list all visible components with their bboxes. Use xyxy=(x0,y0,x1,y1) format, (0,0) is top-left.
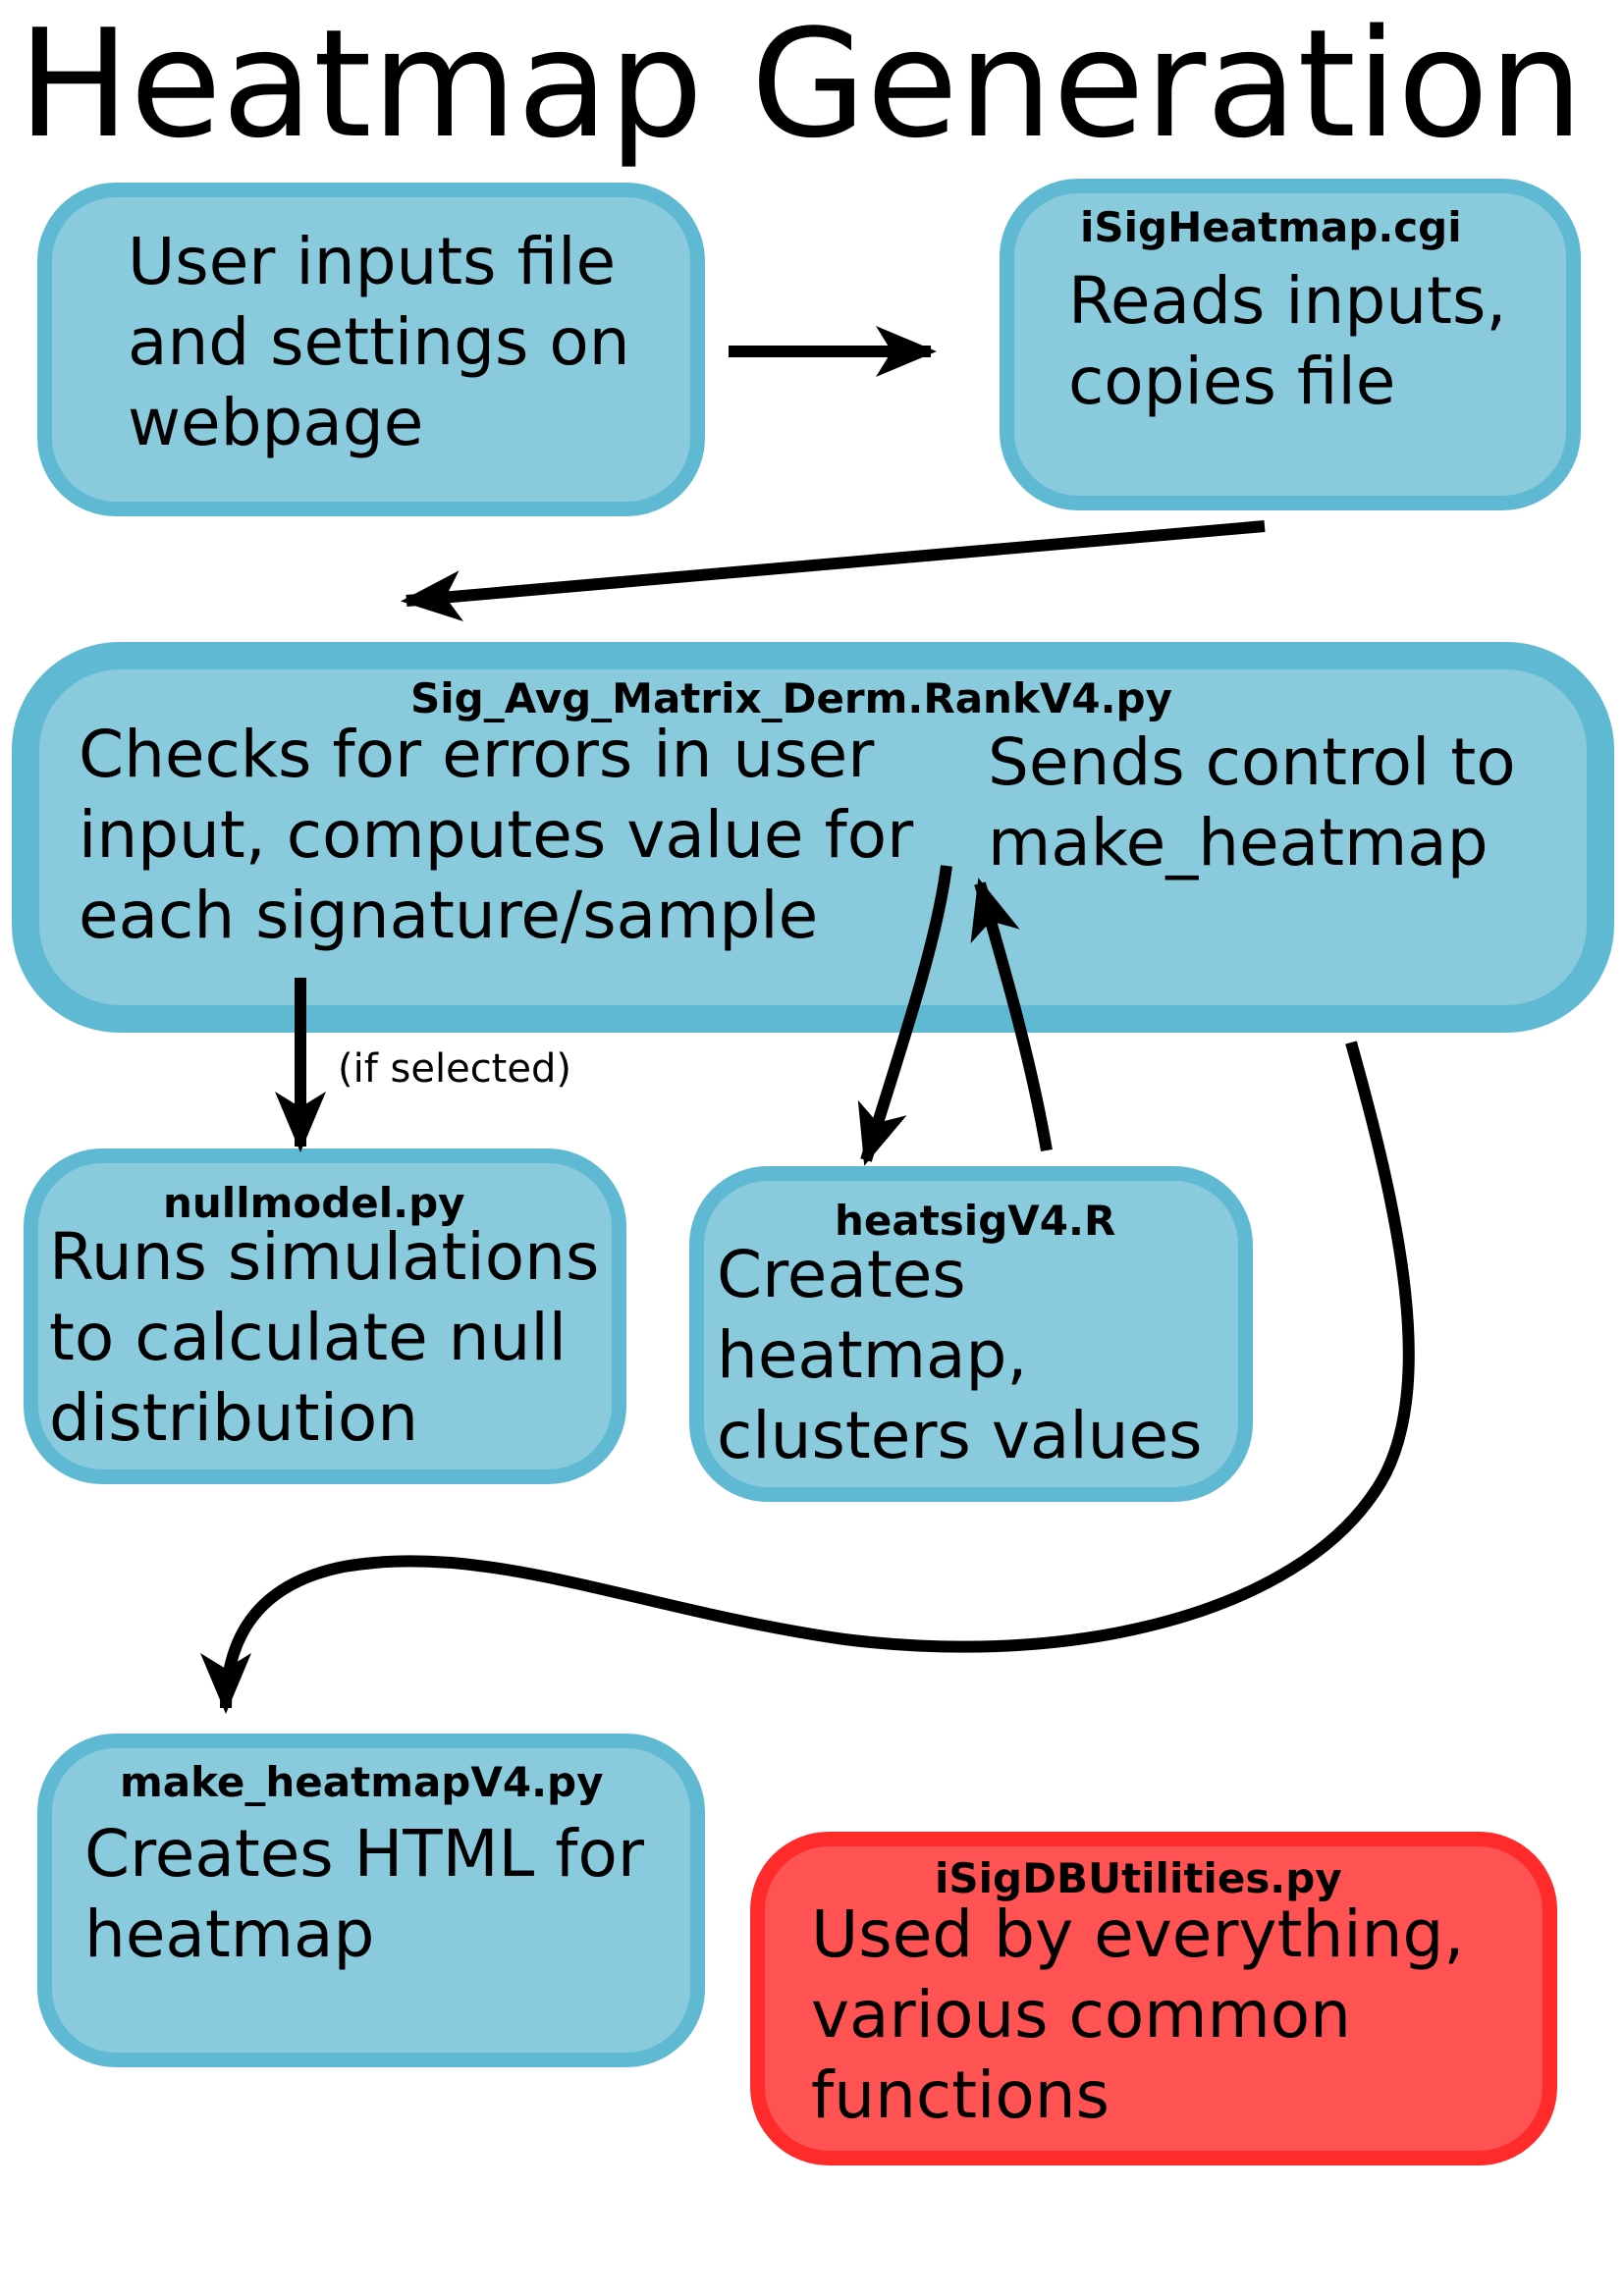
make-heatmap-box xyxy=(37,1734,705,2067)
make-heatmap-label: make_heatmapV4.py xyxy=(120,1758,604,1806)
page-title: Heatmap Generation xyxy=(18,0,1584,171)
arrow-heatsig-to-matrix xyxy=(970,878,1053,1152)
make-heatmap-text: Creates HTML for heatmap xyxy=(84,1816,645,1972)
heatsig-text: Creates heatmap, clusters values xyxy=(717,1237,1203,1473)
matrix-text-right: Sends control to make_heatmap xyxy=(988,724,1516,881)
heatsig-label: heatsigV4.R xyxy=(835,1197,1116,1245)
nullmodel-box xyxy=(24,1148,626,1484)
heatsig-box xyxy=(689,1166,1253,1502)
cgi-label: iSigHeatmap.cgi xyxy=(1080,203,1462,251)
matrix-label: Sig_Avg_Matrix_Derm.RankV4.py xyxy=(410,674,1172,722)
user-input-box xyxy=(37,183,705,516)
cgi-text: Reads inputs, copies file xyxy=(1068,263,1507,419)
arrow-cgi-to-matrix xyxy=(401,520,1266,622)
matrix-text-left: Checks for errors in user input, compute… xyxy=(79,717,914,953)
utilities-label: iSigDBUtilities.py xyxy=(935,1854,1342,1902)
matrix-box xyxy=(12,642,1614,1033)
utilities-text: Used by everything, various common funct… xyxy=(811,1896,1465,2133)
arrow-matrix-to-heatsig xyxy=(857,865,952,1166)
nullmodel-text: Runs simulations to calculate null distr… xyxy=(49,1219,600,1456)
nullmodel-label: nullmodel.py xyxy=(163,1179,465,1227)
if-selected-note: (if selected) xyxy=(338,1046,571,1092)
utilities-box xyxy=(750,1832,1557,2165)
user-input-text: User inputs file and settings on webpage xyxy=(128,224,630,460)
cgi-box xyxy=(1000,179,1581,510)
arrow-matrix-to-make-heatmap xyxy=(200,1041,1415,1714)
